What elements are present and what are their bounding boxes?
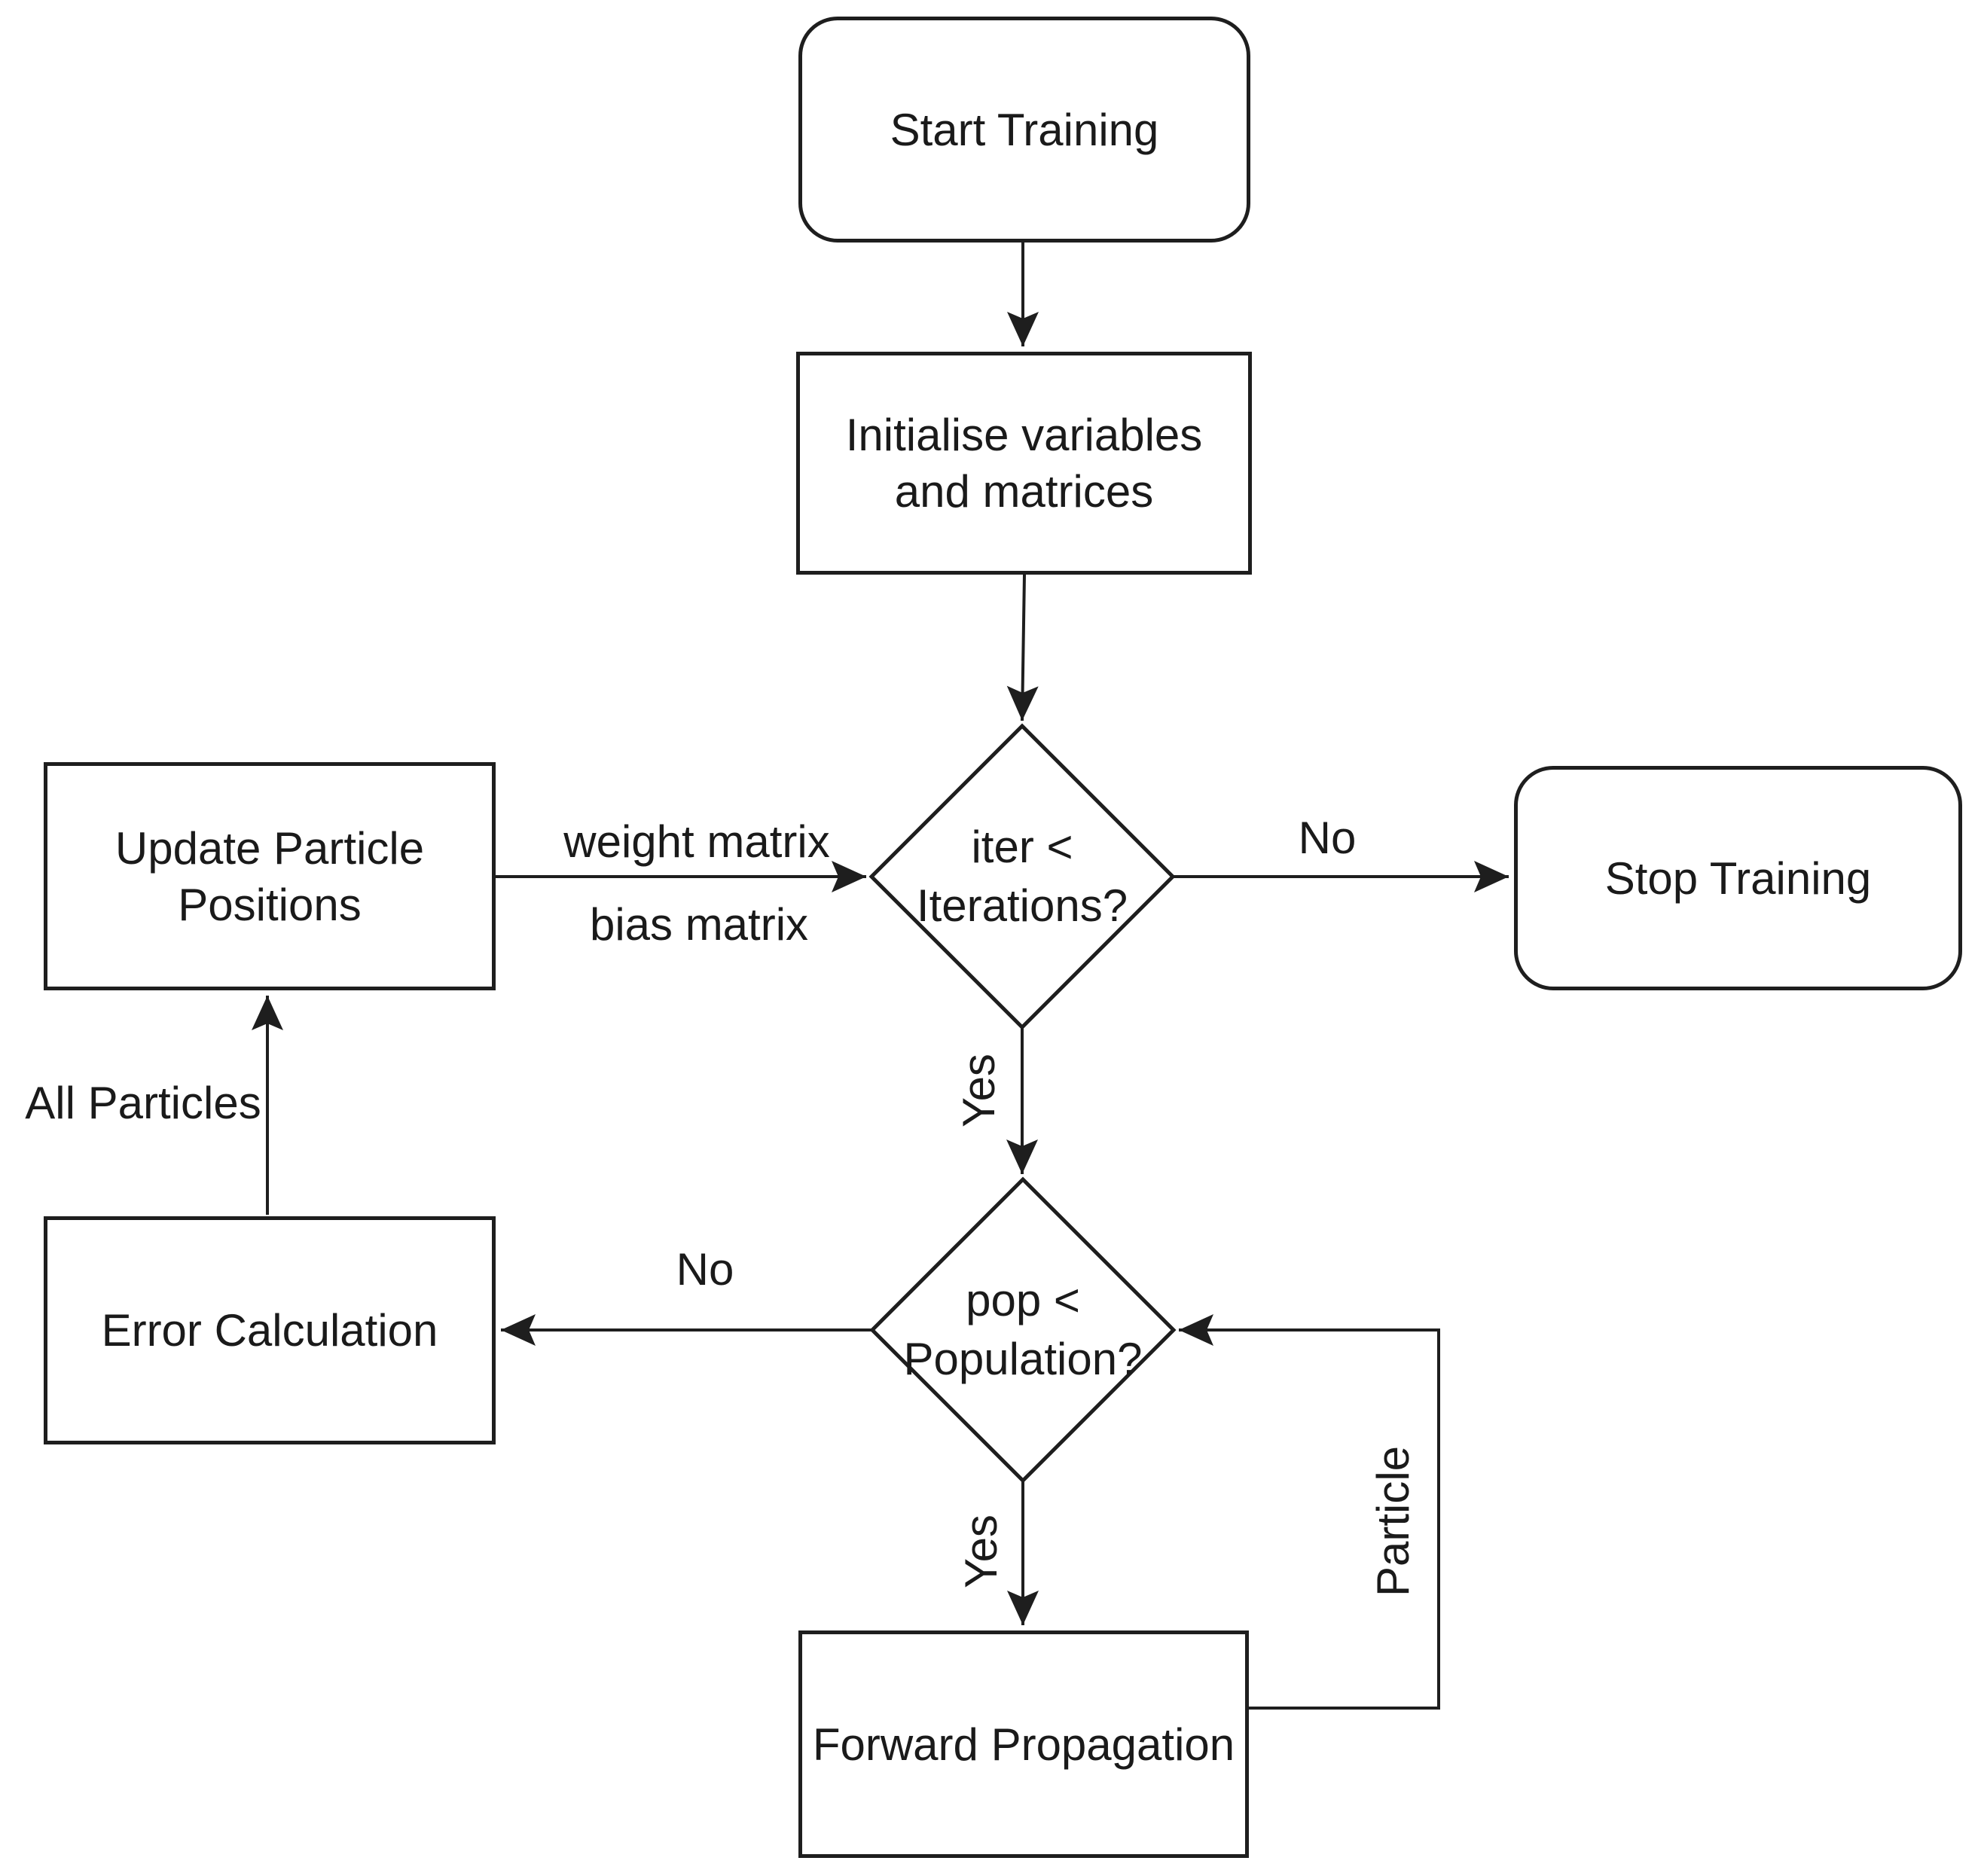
node-initialise-variables: Initialise variables and matrices [796, 352, 1252, 575]
node-forward-propagation-label: Forward Propagation [812, 1719, 1235, 1770]
edge-label-particle: Particle [1368, 1445, 1418, 1597]
edge-label-iteration-yes: Yes [954, 1054, 1004, 1127]
edge-label-weight-matrix: weight matrix [563, 816, 830, 867]
node-update-particle-positions-label: Update Particle Positions [114, 822, 425, 930]
node-stop-training: Stop Training [1514, 766, 1962, 990]
node-error-calculation: Error Calculation [44, 1216, 496, 1444]
node-start-training-label: Start Training [890, 104, 1159, 155]
node-forward-propagation: Forward Propagation [798, 1630, 1249, 1858]
decision-iteration-label: iter < Iterations? [916, 822, 1128, 931]
edge-forward-loop-to-population-check [1179, 1314, 1440, 1710]
node-start-training: Start Training [798, 17, 1250, 243]
edge-label-all-particles: All Particles [25, 1078, 261, 1128]
edge-initialise-to-iteration-check [1006, 574, 1039, 721]
node-error-calculation-label: Error Calculation [101, 1305, 438, 1356]
edge-label-population-no: No [676, 1244, 734, 1295]
edge-label-bias-matrix: bias matrix [589, 899, 809, 950]
node-update-particle-positions: Update Particle Positions [44, 762, 496, 990]
edge-label-population-yes: Yes [956, 1515, 1006, 1588]
node-initialise-variables-label: Initialise variables and matrices [845, 410, 1203, 517]
node-stop-training-label: Stop Training [1604, 853, 1872, 904]
decision-population-label: pop < Population? [903, 1275, 1143, 1384]
edge-label-iteration-no: No [1298, 813, 1357, 863]
